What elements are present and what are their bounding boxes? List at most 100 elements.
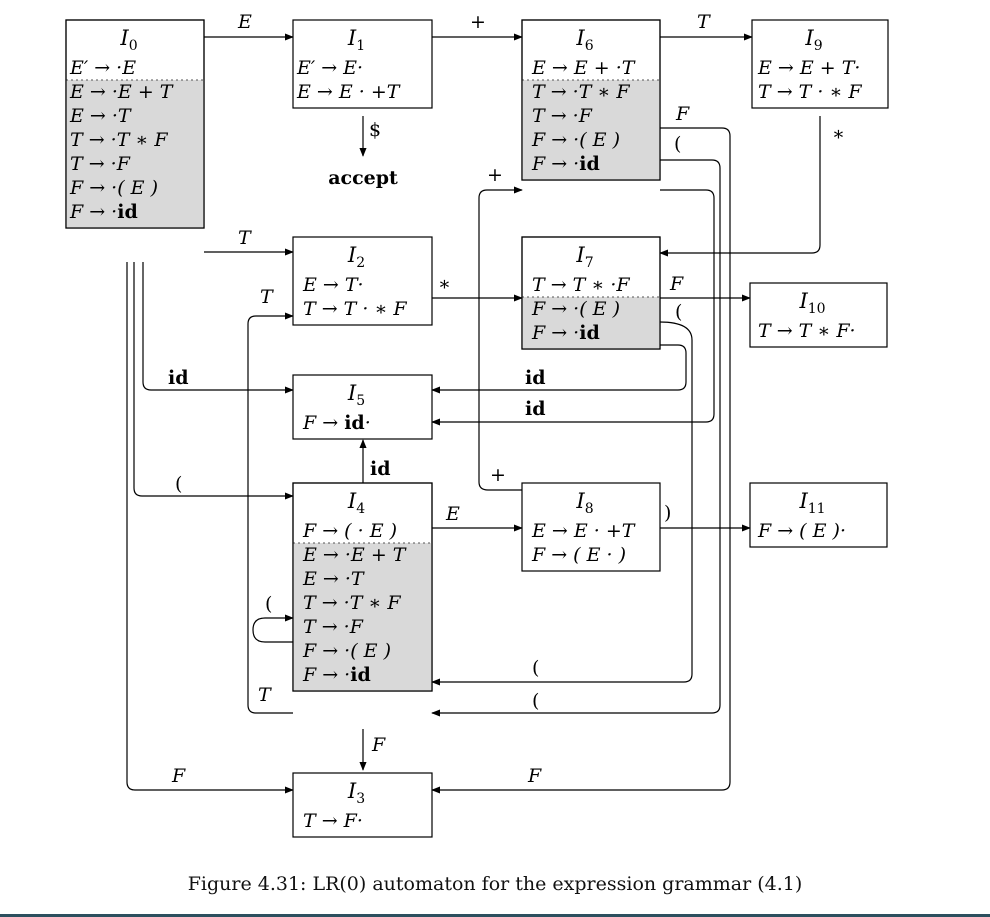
kernel-item: T → T ∗ F· (758, 320, 856, 342)
edge-label-i6-paren-top: ( (674, 133, 681, 155)
state-frame (749, 482, 888, 548)
closure-item: E → ·T (302, 568, 365, 590)
closure-item: F → ·id (302, 664, 371, 686)
edge-i7-i4 (431, 321, 693, 686)
state-i8: I8E → E · +TF → ( E · ) (521, 482, 661, 572)
state-i0: I0E′ → ·EE → ·E + TE → ·TT → ·T ∗ FT → ·… (65, 19, 205, 229)
edge-label-i0-i3: F (171, 765, 186, 787)
closure-item: T → ·F (70, 153, 131, 175)
edge-label-i8-i11: ) (664, 502, 671, 524)
state-frame-outline (65, 19, 205, 229)
state-i1: I1E′ → E·E → E · +T (292, 19, 433, 109)
edge-i6-i3 (431, 127, 731, 794)
accept-label: accept (328, 167, 398, 189)
state-frame (751, 19, 889, 109)
closure-shading (522, 297, 660, 349)
closure-item: E → ·E + T (69, 81, 174, 103)
figure-caption: Figure 4.31: LR(0) automaton for the exp… (187, 873, 803, 895)
edge-label-i1-accept: $ (369, 119, 381, 141)
edge-label-i7-i5: id (525, 367, 546, 389)
closure-item: F → ·( E ) (531, 129, 620, 151)
kernel-item: F → id· (302, 412, 371, 434)
state-i7: I7T → T ∗ ·FF → ·( E )F → ·id (521, 236, 661, 350)
closure-item: T → ·F (303, 616, 364, 638)
kernel-item: T → T · ∗ F (758, 81, 862, 103)
kernel-item: E → E + ·T (531, 57, 636, 79)
edge-label-i8-i6: + (490, 464, 506, 486)
closure-shading (522, 80, 660, 180)
edge-i8-i6 (478, 186, 523, 491)
state-i4: I4F → ( · E )E → ·E + TE → ·TT → ·T ∗ FT… (292, 482, 433, 692)
edge-label-i7-i10: F (669, 273, 684, 295)
closure-item: F → ·id (531, 322, 600, 344)
state-frame (292, 236, 433, 326)
state-frame-outline (292, 482, 433, 692)
edge-label-i4-i2: T (258, 684, 272, 706)
edge-i4-self (252, 614, 294, 643)
kernel-item: E → T· (302, 274, 364, 296)
kernel-item: E → E · +T (296, 81, 401, 103)
closure-item: F → ·id (69, 201, 138, 223)
kernel-item: F → ( · E ) (302, 520, 397, 542)
state-frame (292, 374, 433, 440)
edge-i7-i5 (431, 344, 687, 394)
closure-item: F → ·( E ) (302, 640, 391, 662)
closure-item: E → ·T (69, 105, 132, 127)
edge-label-i6-i5: id (525, 398, 546, 420)
closure-item: T → ·F (532, 105, 593, 127)
state-frame (292, 772, 433, 838)
edge-label-i6-i9: T (697, 11, 711, 33)
edge-label-i9-i7: ∗ (832, 123, 845, 145)
kernel-item: E → E · +T (531, 520, 636, 542)
edge-label-i0-i2: T (238, 227, 252, 249)
state-frame-outline (521, 236, 661, 350)
edge-label-i6-i3-bottom: F (527, 765, 542, 787)
edge-label-i6-i4: ( (532, 690, 539, 712)
edge-label-i0-i1: E (237, 11, 252, 33)
state-frame (292, 19, 433, 109)
state-i3: I3T → F· (292, 772, 433, 838)
kernel-item: F → ( E · ) (531, 544, 626, 566)
bottom-rule (0, 914, 990, 917)
edge-i9-i7 (659, 116, 821, 257)
state-frame (521, 482, 661, 572)
edge-label-i2-i7: ∗ (438, 273, 451, 295)
closure-item: E → ·E + T (302, 544, 407, 566)
edge-label-i6-self-plus: + (487, 164, 503, 186)
edge-label-i2-in: T (260, 286, 274, 308)
closure-item: F → ·( E ) (531, 298, 620, 320)
state-frame-outline (521, 19, 661, 181)
kernel-item: T → F· (303, 810, 363, 832)
kernel-item: T → T ∗ ·F (532, 274, 630, 296)
state-i6: I6E → E + ·TT → ·T ∗ FT → ·FF → ·( E )F … (521, 19, 661, 181)
state-i9: I9E → E + T·T → T · ∗ F (751, 19, 889, 109)
edge-label-i7-i4: ( (532, 657, 539, 679)
closure-shading (66, 80, 204, 228)
kernel-item: E′ → ·E (69, 57, 136, 79)
kernel-item: E → E + T· (757, 57, 860, 79)
closure-item: T → ·T ∗ F (303, 592, 401, 614)
edge-label-i4-self: ( (265, 593, 272, 615)
edge-label-i1-i6: + (470, 11, 486, 33)
edge-label-i4-i3: F (371, 734, 386, 756)
closure-item: T → ·T ∗ F (70, 129, 168, 151)
closure-item: F → ·id (531, 153, 600, 175)
state-i2: I2E → T·T → T · ∗ F (292, 236, 433, 326)
edge-i0-i3 (126, 262, 294, 794)
edge-i0-i4 (133, 262, 294, 500)
closure-item: T → ·T ∗ F (532, 81, 630, 103)
edge-i0-i5 (142, 262, 294, 394)
state-frame (749, 282, 888, 348)
kernel-item: T → T · ∗ F (303, 298, 407, 320)
edge-i4-i2 (247, 312, 294, 714)
edge-i6-i4 (431, 159, 721, 717)
closure-item: F → ·( E ) (69, 177, 158, 199)
edge-label-i4-i5: id (370, 458, 391, 480)
kernel-item: E′ → E· (296, 57, 363, 79)
edge-label-i6-i3: F (675, 103, 690, 125)
edge-label-i0-i4: ( (175, 473, 182, 495)
closure-shading (293, 543, 432, 691)
edge-label-i0-i5: id (168, 367, 189, 389)
